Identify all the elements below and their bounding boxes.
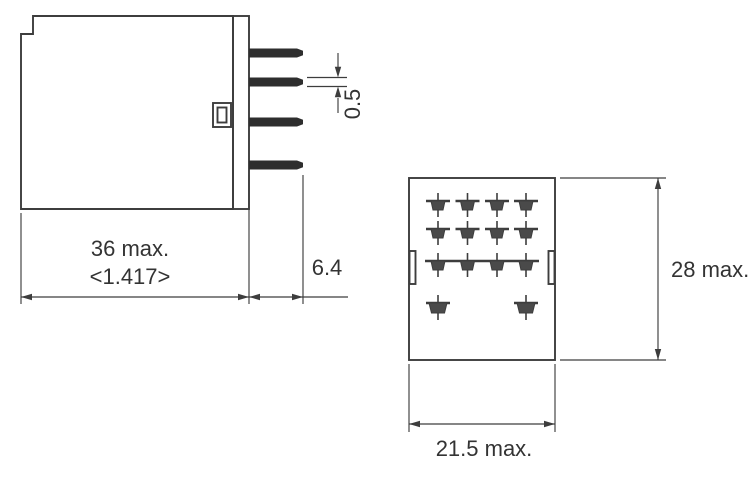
relay-pin [249,117,303,127]
relay-pin [249,48,303,58]
bottom-width-label: 21.5 max. [436,436,533,461]
side-view: 0.5 36 max. <1.417> 6.4 [20,15,365,304]
arrowhead-right [238,293,249,301]
arrowhead-right [292,293,303,301]
terminal-body [489,228,505,239]
pin-thickness-label: 0.5 [340,89,365,120]
body-width-label: 36 max. [91,236,169,261]
relay-body-outline [20,15,234,210]
relay-pin [249,77,303,87]
body-width-inches-label: <1.417> [90,264,171,289]
dimension-body-width: 36 max. <1.417> 6.4 [20,175,348,304]
terminal-body [516,302,536,314]
terminal-body [518,260,534,271]
terminal-body [518,200,534,211]
terminal-body [430,260,446,271]
terminal-body [489,200,505,211]
dimension-pin-thickness: 0.5 [307,53,365,119]
side-view-pins [249,48,303,170]
pin-length-label: 6.4 [312,255,343,280]
relay-pin [249,160,303,170]
dimension-bottom-width: 21.5 max. [408,364,556,461]
terminal-body [459,260,476,271]
bottom-height-label: 28 max. [671,257,749,282]
arrowhead-up [334,86,342,98]
terminal-body [430,228,446,239]
dimension-bottom-height: 28 max. [560,177,749,361]
terminal-body [518,228,534,239]
right-notch [547,250,556,285]
arrowhead-left [249,293,260,301]
arrowhead-left [21,293,32,301]
relay-flange [232,15,250,210]
terminal-body [430,200,446,211]
bottom-view-outline [408,177,556,361]
latch-clip-outer [212,102,232,128]
arrowhead-down [654,349,662,360]
arrowhead-up [654,178,662,189]
terminal-body [489,260,505,271]
terminal-body [459,200,476,211]
bottom-view-terminals [425,193,539,320]
arrowhead-right [544,420,555,428]
terminal-body [459,228,476,239]
terminal-body [428,302,448,314]
left-notch [408,250,417,285]
latch-clip-inner [216,106,228,124]
bottom-view: 28 max. 21.5 max. [408,177,749,461]
arrowhead-down [334,66,342,78]
arrowhead-left [409,420,420,428]
